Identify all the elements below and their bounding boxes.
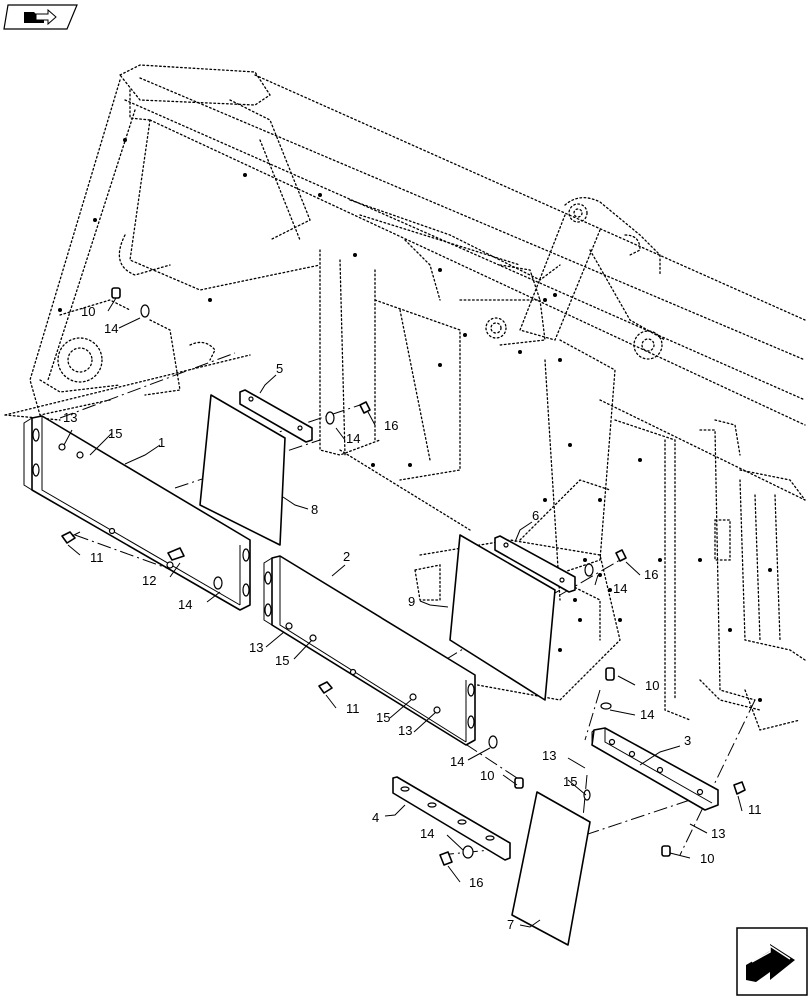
callout-8: 8 <box>311 502 318 517</box>
folder-arrow-icon[interactable] <box>3 4 78 30</box>
callout-16: 16 <box>469 875 483 890</box>
callout-13: 13 <box>249 640 263 655</box>
callout-2: 2 <box>343 549 350 564</box>
nut-16 <box>359 401 371 414</box>
hardware <box>61 287 746 866</box>
callout-3: 3 <box>684 733 691 748</box>
washer-14 <box>584 563 594 577</box>
callout-14: 14 <box>104 321 118 336</box>
callout-14: 14 <box>346 431 360 446</box>
washer-14 <box>488 735 498 749</box>
part-6-strap[interactable] <box>494 535 576 593</box>
callout-11: 11 <box>346 701 360 716</box>
callout-11: 11 <box>748 802 762 817</box>
callout-13: 13 <box>63 410 77 425</box>
callout-5: 5 <box>276 361 283 376</box>
next-page-arrow-icon[interactable] <box>736 927 808 996</box>
callout-15: 15 <box>376 710 390 725</box>
callout-4: 4 <box>372 810 379 825</box>
callout-13: 13 <box>398 723 412 738</box>
callout-13: 13 <box>542 748 556 763</box>
callout-6: 6 <box>532 508 539 523</box>
nut-16 <box>615 549 627 562</box>
washer-14 <box>213 576 223 590</box>
callout-9: 9 <box>408 594 415 609</box>
nut-15 <box>583 789 591 801</box>
part-2-plate[interactable] <box>263 555 476 746</box>
callout-14: 14 <box>613 581 627 596</box>
bolt-10-a <box>111 287 121 299</box>
bolt-11-c <box>733 781 746 795</box>
bolt-10-d <box>661 845 671 857</box>
part-5-strap[interactable] <box>239 389 313 443</box>
bolt-10-c <box>514 777 524 789</box>
washer-14 <box>325 411 335 425</box>
washer-14 <box>600 702 612 710</box>
nut-16 <box>439 851 453 866</box>
callout-15: 15 <box>108 426 122 441</box>
header-frame-phantom <box>4 64 806 731</box>
washer-14 <box>462 845 474 859</box>
callout-14: 14 <box>178 597 192 612</box>
bolt-12 <box>167 547 185 561</box>
frame-holes <box>58 138 772 702</box>
callout-16: 16 <box>644 567 658 582</box>
part-7-flap[interactable] <box>511 791 591 946</box>
callout-15: 15 <box>563 774 577 789</box>
washer-14 <box>140 304 150 318</box>
callout-leaders <box>63 297 743 928</box>
callout-10: 10 <box>645 678 659 693</box>
callout-labels: 1 2 3 4 5 6 7 8 9 10 10 10 10 11 11 11 1… <box>63 304 762 932</box>
part-9-flap[interactable] <box>449 534 556 701</box>
callout-11: 11 <box>90 550 104 565</box>
callout-14: 14 <box>640 707 654 722</box>
callout-12: 12 <box>142 573 156 588</box>
callout-1: 1 <box>158 435 165 450</box>
callout-15: 15 <box>275 653 289 668</box>
callout-14: 14 <box>420 826 434 841</box>
callout-7: 7 <box>507 917 514 932</box>
part-4-strap[interactable] <box>392 776 511 861</box>
part-3-bracket[interactable] <box>591 727 719 811</box>
callout-13: 13 <box>711 826 725 841</box>
part-8-flap[interactable] <box>199 394 286 546</box>
callout-16: 16 <box>384 418 398 433</box>
bolt-11-b <box>318 681 333 694</box>
callout-10: 10 <box>81 304 95 319</box>
callout-10: 10 <box>700 851 714 866</box>
callout-10: 10 <box>480 768 494 783</box>
bolt-10-b <box>605 667 615 681</box>
bolt-11-a <box>61 531 81 544</box>
callout-14: 14 <box>450 754 464 769</box>
